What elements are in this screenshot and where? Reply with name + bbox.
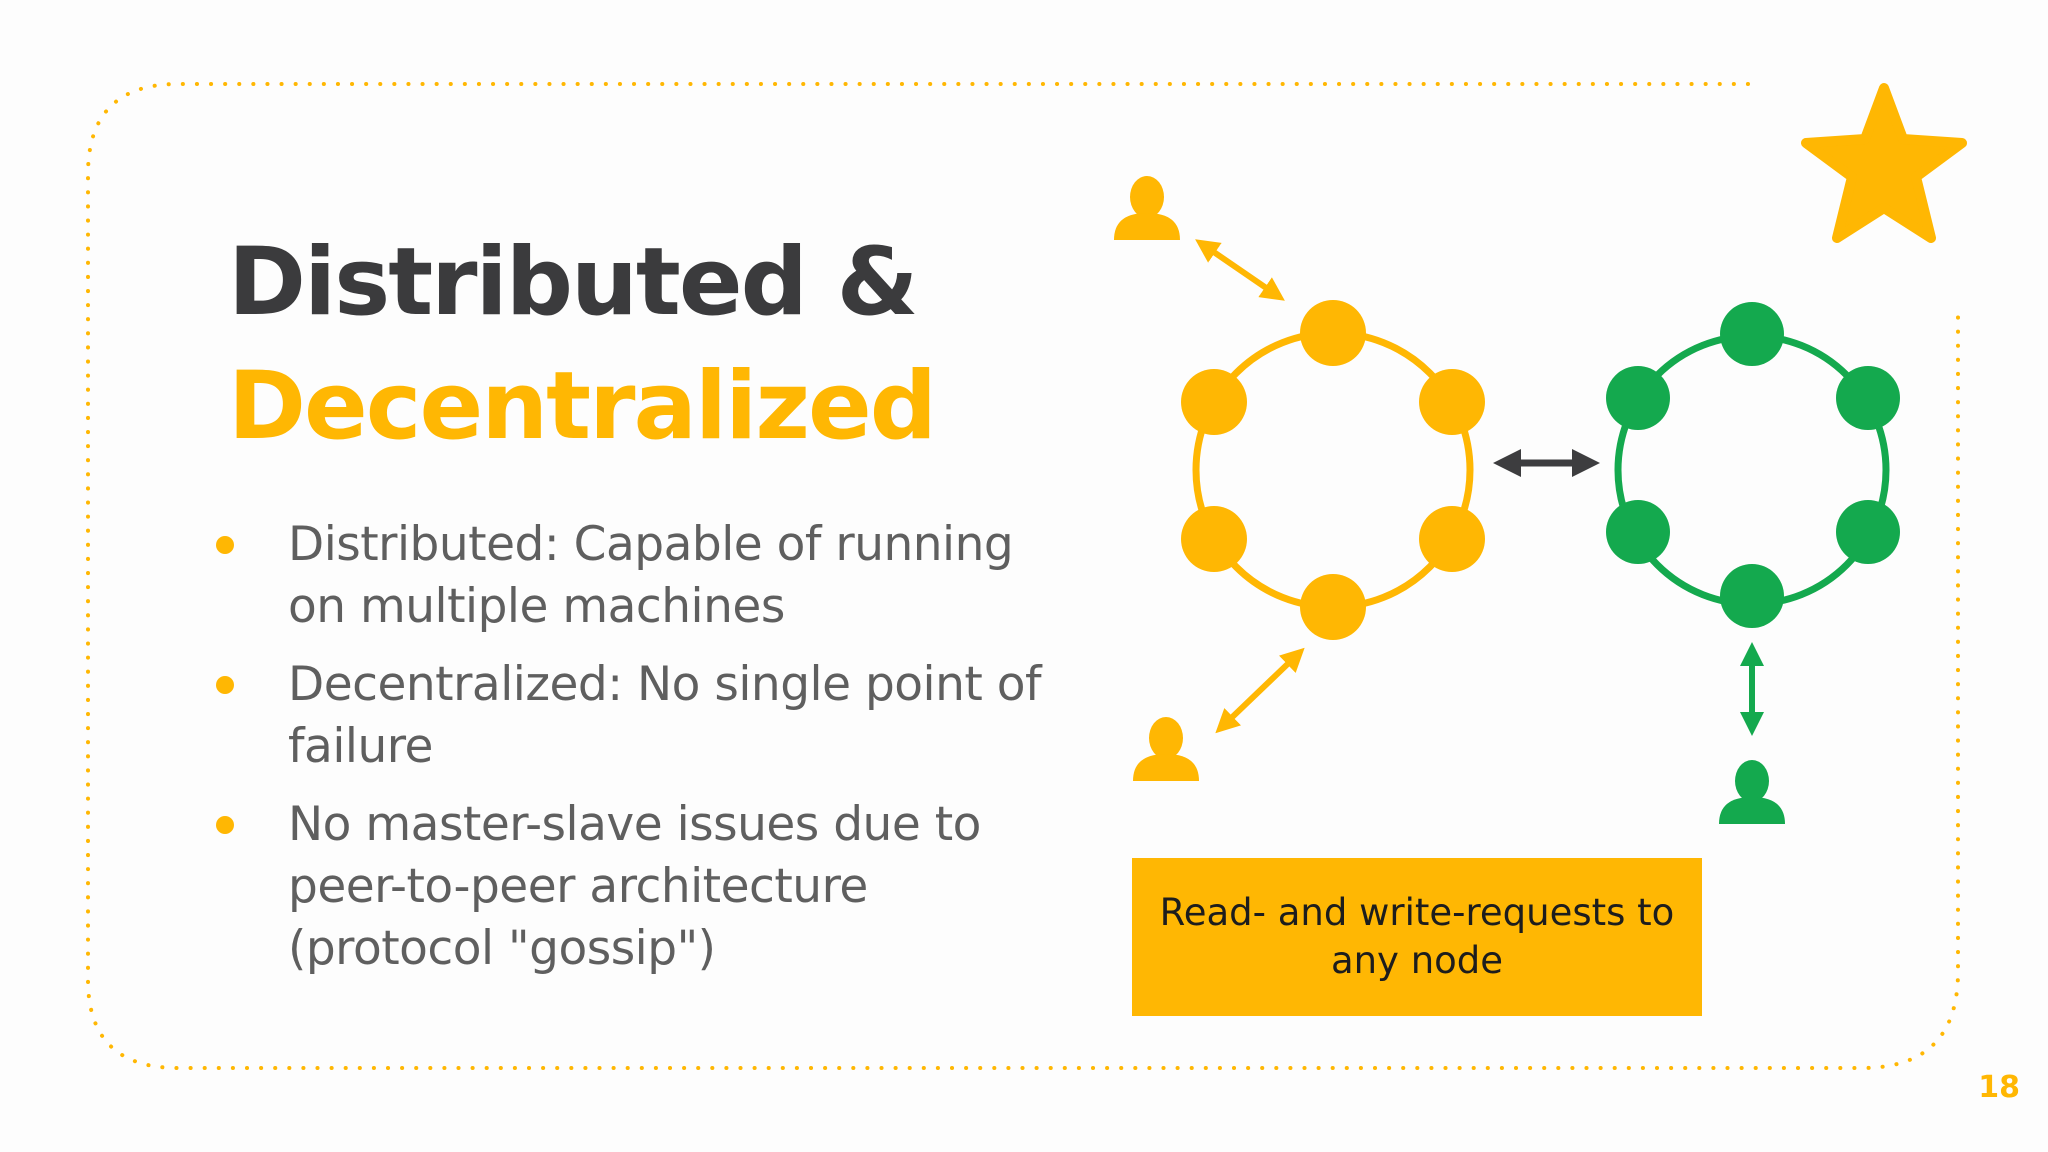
yellow-node <box>1300 574 1366 640</box>
green-node <box>1720 302 1784 366</box>
page-number: 18 <box>1978 1070 2020 1105</box>
green-node <box>1836 500 1900 564</box>
yellow-ring <box>1192 329 1474 611</box>
bullet-text: No master-slave issues due to peer-to-pe… <box>288 797 981 976</box>
double-arrow-icon <box>1195 239 1285 301</box>
bullet-dot <box>216 676 234 694</box>
bullet-text: Distributed: Capable of running on multi… <box>288 517 1014 634</box>
green-cluster <box>1606 302 1900 628</box>
bullet-text: Decentralized: No single point of failur… <box>288 657 1042 774</box>
double-arrow-icon <box>1215 647 1305 734</box>
user-icon <box>1719 760 1785 824</box>
yellow-node <box>1300 300 1366 366</box>
yellow-node <box>1419 506 1485 572</box>
green-node <box>1606 366 1670 430</box>
yellow-node <box>1181 369 1247 435</box>
star-icon <box>1801 83 1967 243</box>
green-node <box>1836 366 1900 430</box>
bullet-dot <box>216 816 234 834</box>
bullet-item: Distributed: Capable of running on multi… <box>210 514 1070 638</box>
note-text: Read- and write-requests to any node <box>1159 891 1675 982</box>
yellow-node <box>1419 369 1485 435</box>
user-icon <box>1133 717 1199 781</box>
bullet-list: Distributed: Capable of running on multi… <box>210 514 1070 996</box>
user-icon <box>1114 176 1180 240</box>
green-node <box>1720 564 1784 628</box>
green-node <box>1606 500 1670 564</box>
title-line-2: Decentralized <box>228 352 937 461</box>
yellow-cluster <box>1181 300 1485 640</box>
yellow-node <box>1181 506 1247 572</box>
title-line-1: Distributed & <box>228 228 919 337</box>
bullet-dot <box>216 536 234 554</box>
bullet-item: No master-slave issues due to peer-to-pe… <box>210 794 1070 980</box>
bullet-item: Decentralized: No single point of failur… <box>210 654 1070 778</box>
note-box: Read- and write-requests to any node <box>1132 858 1702 1016</box>
